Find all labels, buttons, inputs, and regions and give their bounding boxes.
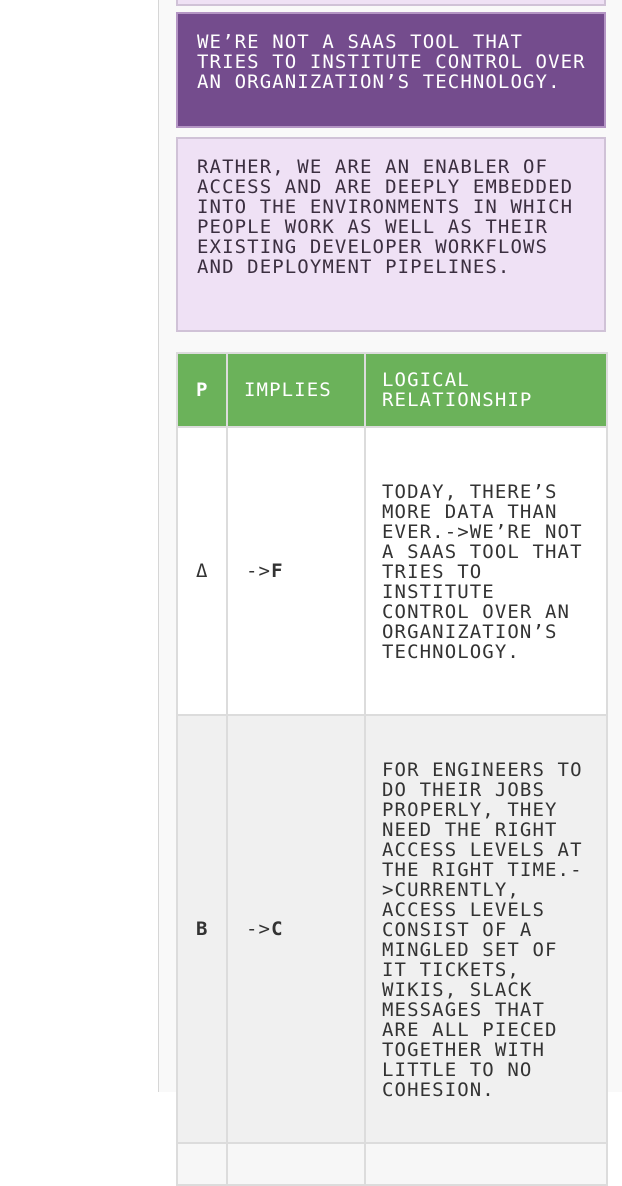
header-implies: Implies: [226, 352, 366, 428]
row-implies: ->C: [226, 714, 366, 1144]
statement-box-saas: We’re not a SaaS tool that tries to inst…: [176, 12, 606, 128]
implies-target: F: [271, 560, 284, 582]
sidebar-divider: [158, 0, 159, 1092]
header-p: P: [176, 352, 228, 428]
statement-text: Rather, we are an enabler of access and …: [197, 156, 574, 278]
implies-target: C: [271, 918, 284, 940]
row-symbol: B: [176, 714, 228, 1144]
logic-table-header-row: P Implies Logical relationship: [176, 352, 608, 428]
header-relationship: Logical relationship: [364, 352, 608, 428]
row-implies: ->F: [226, 426, 366, 716]
statement-box-enabler: Rather, we are an enabler of access and …: [176, 137, 606, 332]
logic-table: P Implies Logical relationship Δ ->F Tod…: [176, 352, 608, 1186]
previous-box-edge: [176, 0, 606, 6]
row-symbol: Δ: [176, 426, 228, 716]
implies-arrow: ->: [246, 918, 272, 940]
table-row: [176, 1142, 608, 1186]
implies-arrow: ->: [246, 560, 272, 582]
row-relationship: Today, there’s more data than ever.->We’…: [364, 426, 608, 716]
row-relationship: [364, 1142, 608, 1186]
table-row: Δ ->F Today, there’s more data than ever…: [176, 426, 608, 716]
statement-text: We’re not a SaaS tool that tries to inst…: [197, 31, 586, 93]
row-relationship: For engineers to do their jobs properly,…: [364, 714, 608, 1144]
table-row: B ->C For engineers to do their jobs pro…: [176, 714, 608, 1144]
row-implies: [226, 1142, 366, 1186]
row-symbol: [176, 1142, 228, 1186]
